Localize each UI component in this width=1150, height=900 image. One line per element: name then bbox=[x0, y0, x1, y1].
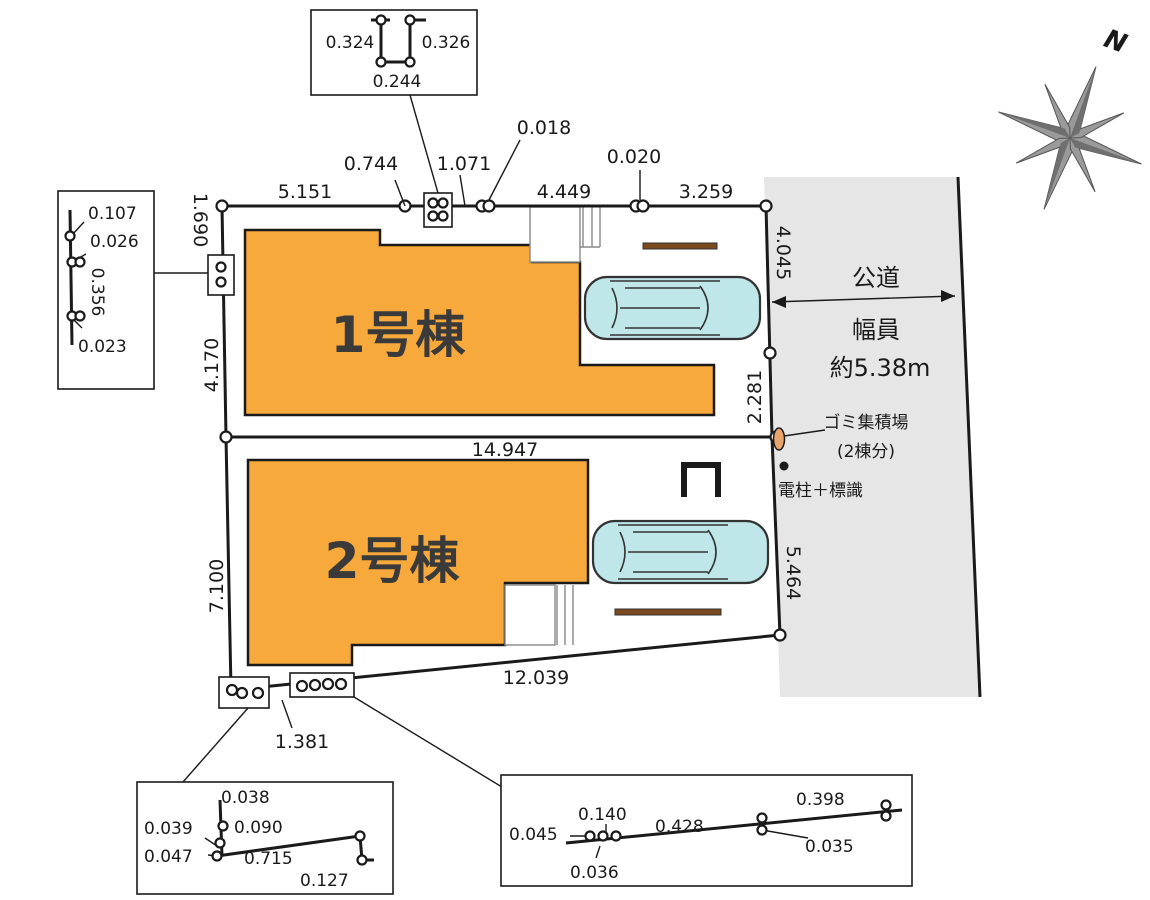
dim-middle: 14.947 bbox=[472, 439, 538, 461]
dim-top-3: 3.259 bbox=[679, 181, 733, 203]
dim-left-top: 1.690 bbox=[189, 193, 211, 247]
left-detail-marker bbox=[207, 254, 235, 296]
dim-top-offset-b: 1.071 bbox=[437, 153, 491, 175]
road-width-value: 約5.38m bbox=[830, 354, 931, 382]
bottom-left-detail-marker bbox=[218, 676, 270, 709]
car-1-icon bbox=[583, 275, 762, 341]
callout-top-a: 0.324 bbox=[326, 33, 375, 53]
dim-right-low: 5.464 bbox=[782, 546, 804, 600]
utility-pole-icon bbox=[779, 461, 789, 471]
top-detail-marker bbox=[423, 192, 453, 228]
building-2-label: 2号棟 bbox=[325, 532, 461, 590]
road-width-label: 幅員 bbox=[852, 316, 900, 344]
dim-bottom-left: 1.381 bbox=[275, 731, 329, 753]
dim-bottom: 12.039 bbox=[503, 667, 569, 689]
road-width-arrow bbox=[771, 290, 956, 308]
dim-top-offset-d: 0.020 bbox=[607, 146, 661, 168]
callout-bl-f: 0.127 bbox=[300, 871, 349, 891]
callout-leaders bbox=[150, 94, 641, 799]
callout-top: 0.324 0.326 0.244 bbox=[310, 9, 478, 96]
callout-bottom-right: 0.140 0.045 0.036 0.428 0.398 0.035 bbox=[500, 774, 913, 887]
callout-bl-a: 0.038 bbox=[221, 788, 270, 808]
dim-top-2: 4.449 bbox=[537, 181, 591, 203]
building-1-label: 1号棟 bbox=[331, 306, 467, 364]
callout-bottom-left: 0.038 0.039 0.090 0.047 0.715 0.127 bbox=[136, 781, 394, 895]
garbage-collection-point bbox=[772, 427, 786, 451]
boundary-points bbox=[215, 199, 787, 642]
callout-bl-e: 0.715 bbox=[244, 849, 293, 869]
parking-stop-bar-1 bbox=[642, 242, 718, 250]
callout-br-b: 0.045 bbox=[509, 825, 558, 845]
callout-br-e: 0.398 bbox=[796, 790, 845, 810]
garbage-note: (2棟分) bbox=[837, 442, 895, 462]
callout-top-c: 0.244 bbox=[373, 72, 422, 92]
car-2-icon bbox=[591, 519, 770, 585]
public-road bbox=[764, 177, 980, 697]
callout-bl-d: 0.047 bbox=[144, 847, 193, 867]
compass-north-label: N bbox=[1100, 24, 1131, 60]
callout-left-a: 0.107 bbox=[88, 204, 137, 224]
dim-top-1: 5.151 bbox=[278, 181, 332, 203]
entrance-steps-2 bbox=[504, 584, 574, 646]
callout-bl-b: 0.039 bbox=[144, 819, 193, 839]
entrance-steps-1 bbox=[529, 206, 601, 263]
bottom-right-detail-marker bbox=[289, 672, 355, 698]
callout-top-b: 0.326 bbox=[422, 33, 471, 53]
dim-top-offset-a: 0.744 bbox=[344, 153, 398, 175]
parking-stop-bar-2 bbox=[614, 608, 722, 616]
dim-left-mid: 4.170 bbox=[201, 338, 223, 392]
callout-left-b: 0.026 bbox=[90, 232, 139, 252]
garbage-label: ゴミ集積場 bbox=[824, 412, 909, 433]
callout-br-f: 0.035 bbox=[805, 837, 854, 857]
pole-label: 電柱＋標識 bbox=[778, 481, 863, 501]
dim-top-offset-c: 0.018 bbox=[517, 117, 571, 139]
callout-left: 0.107 0.026 0.356 0.023 bbox=[57, 190, 155, 390]
dim-left-low: 7.100 bbox=[206, 559, 228, 613]
callout-br-c: 0.036 bbox=[570, 863, 619, 883]
dim-right-top: 4.045 bbox=[772, 226, 794, 280]
gate-post bbox=[681, 462, 721, 497]
road-edge-line bbox=[956, 176, 982, 698]
road-name: 公道 bbox=[852, 264, 900, 292]
callout-bl-c: 0.090 bbox=[234, 818, 283, 838]
callout-br-d: 0.428 bbox=[655, 817, 704, 837]
callout-left-c: 0.356 bbox=[87, 268, 107, 317]
callout-left-d: 0.023 bbox=[78, 337, 127, 357]
callout-br-a: 0.140 bbox=[578, 805, 627, 825]
dim-right-mid: 2.281 bbox=[744, 370, 766, 424]
compass-icon bbox=[998, 66, 1142, 210]
